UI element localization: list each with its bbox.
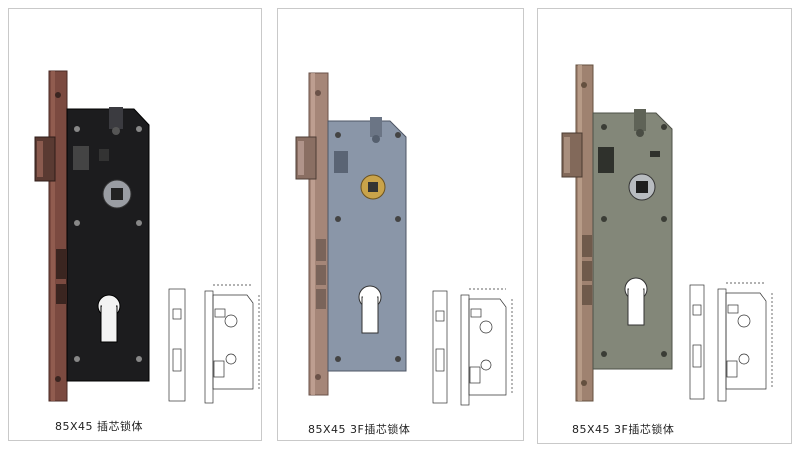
cylinder-cutout — [358, 285, 382, 334]
mortise-lock-image — [295, 72, 513, 406]
mortise-lock-image — [561, 64, 773, 402]
technical-drawing — [168, 284, 260, 404]
product-caption: 85X45 插芯锁体 — [55, 420, 144, 433]
cylinder-cutout — [97, 294, 121, 343]
cylinder-cutout — [624, 277, 648, 326]
technical-drawing — [432, 288, 513, 406]
product-caption: 85X45 3F插芯锁体 — [572, 423, 675, 436]
product-card-1: 85X45 插芯锁体 — [8, 8, 262, 441]
product-caption: 85X45 3F插芯锁体 — [308, 423, 411, 436]
product-card-3: 85X45 3F插芯锁体 — [537, 8, 792, 444]
technical-drawing — [689, 282, 773, 402]
mortise-lock-image — [34, 70, 260, 404]
product-card-2: 85X45 3F插芯锁体 — [277, 8, 524, 441]
